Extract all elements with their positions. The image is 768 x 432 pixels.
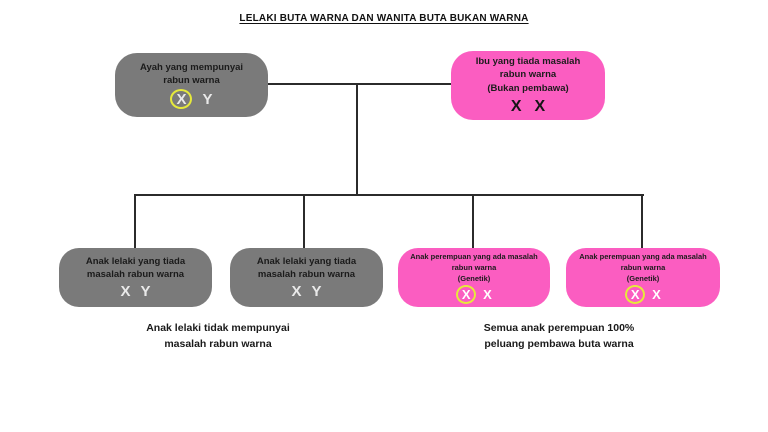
mother-box: Ibu yang tiada masalah rabun warna (Buka… (451, 51, 605, 120)
child-2-drop-line (303, 195, 305, 248)
son-box-1: Anak lelaki yang tiada masalah rabun war… (59, 248, 212, 307)
daughter-1-label: Anak perempuan yang ada masalah rabun wa… (410, 251, 538, 284)
daughters-note: Semua anak perempuan 100% peluang pembaw… (483, 322, 635, 350)
allele: X (291, 283, 302, 301)
sons-note: Anak lelaki tidak mempunyai masalah rabu… (146, 322, 290, 350)
child-3-drop-line (472, 195, 474, 248)
son-1-label: Anak lelaki yang tiada masalah rabun war… (85, 255, 186, 280)
son-2-genotype: X Y (291, 283, 321, 300)
circled-allele-highlight: X (625, 285, 646, 305)
allele: Y (311, 283, 322, 301)
allele: X (120, 283, 131, 301)
daughter-box-1: Anak perempuan yang ada masalah rabun wa… (398, 248, 550, 307)
daughter-1-genotype: X X (456, 285, 492, 305)
allele: X (510, 97, 522, 115)
allele: X (652, 287, 661, 303)
son-2-label: Anak lelaki yang tiada masalah rabun war… (256, 255, 357, 280)
circled-allele-highlight: X (170, 89, 193, 110)
mother-label: Ibu yang tiada masalah rabun warna (Buka… (475, 56, 581, 94)
parents-connector-line (268, 83, 451, 85)
mother-genotype: X X (511, 98, 545, 116)
daughter-2-label: Anak perempuan yang ada masalah rabun wa… (579, 251, 707, 284)
father-box: Ayah yang mempunyai rabun warna X Y (115, 53, 268, 117)
father-genotype: X Y (170, 89, 213, 110)
parents-junction-line (356, 84, 358, 195)
daughter-2-genotype: X X (625, 285, 661, 305)
child-4-drop-line (641, 195, 643, 248)
allele: Y (202, 90, 213, 108)
son-box-2: Anak lelaki yang tiada masalah rabun war… (230, 248, 383, 307)
allele: X (483, 287, 492, 303)
allele: X (534, 97, 546, 115)
children-connector-line (134, 194, 644, 196)
diagram-title: LELAKI BUTA WARNA DAN WANITA BUTA BUKAN … (239, 13, 529, 24)
daughter-box-2: Anak perempuan yang ada masalah rabun wa… (566, 248, 720, 307)
child-1-drop-line (134, 195, 136, 248)
allele: Y (140, 283, 151, 301)
father-label: Ayah yang mempunyai rabun warna (139, 61, 244, 86)
circled-allele-highlight: X (456, 285, 477, 305)
son-1-genotype: X Y (120, 283, 150, 300)
